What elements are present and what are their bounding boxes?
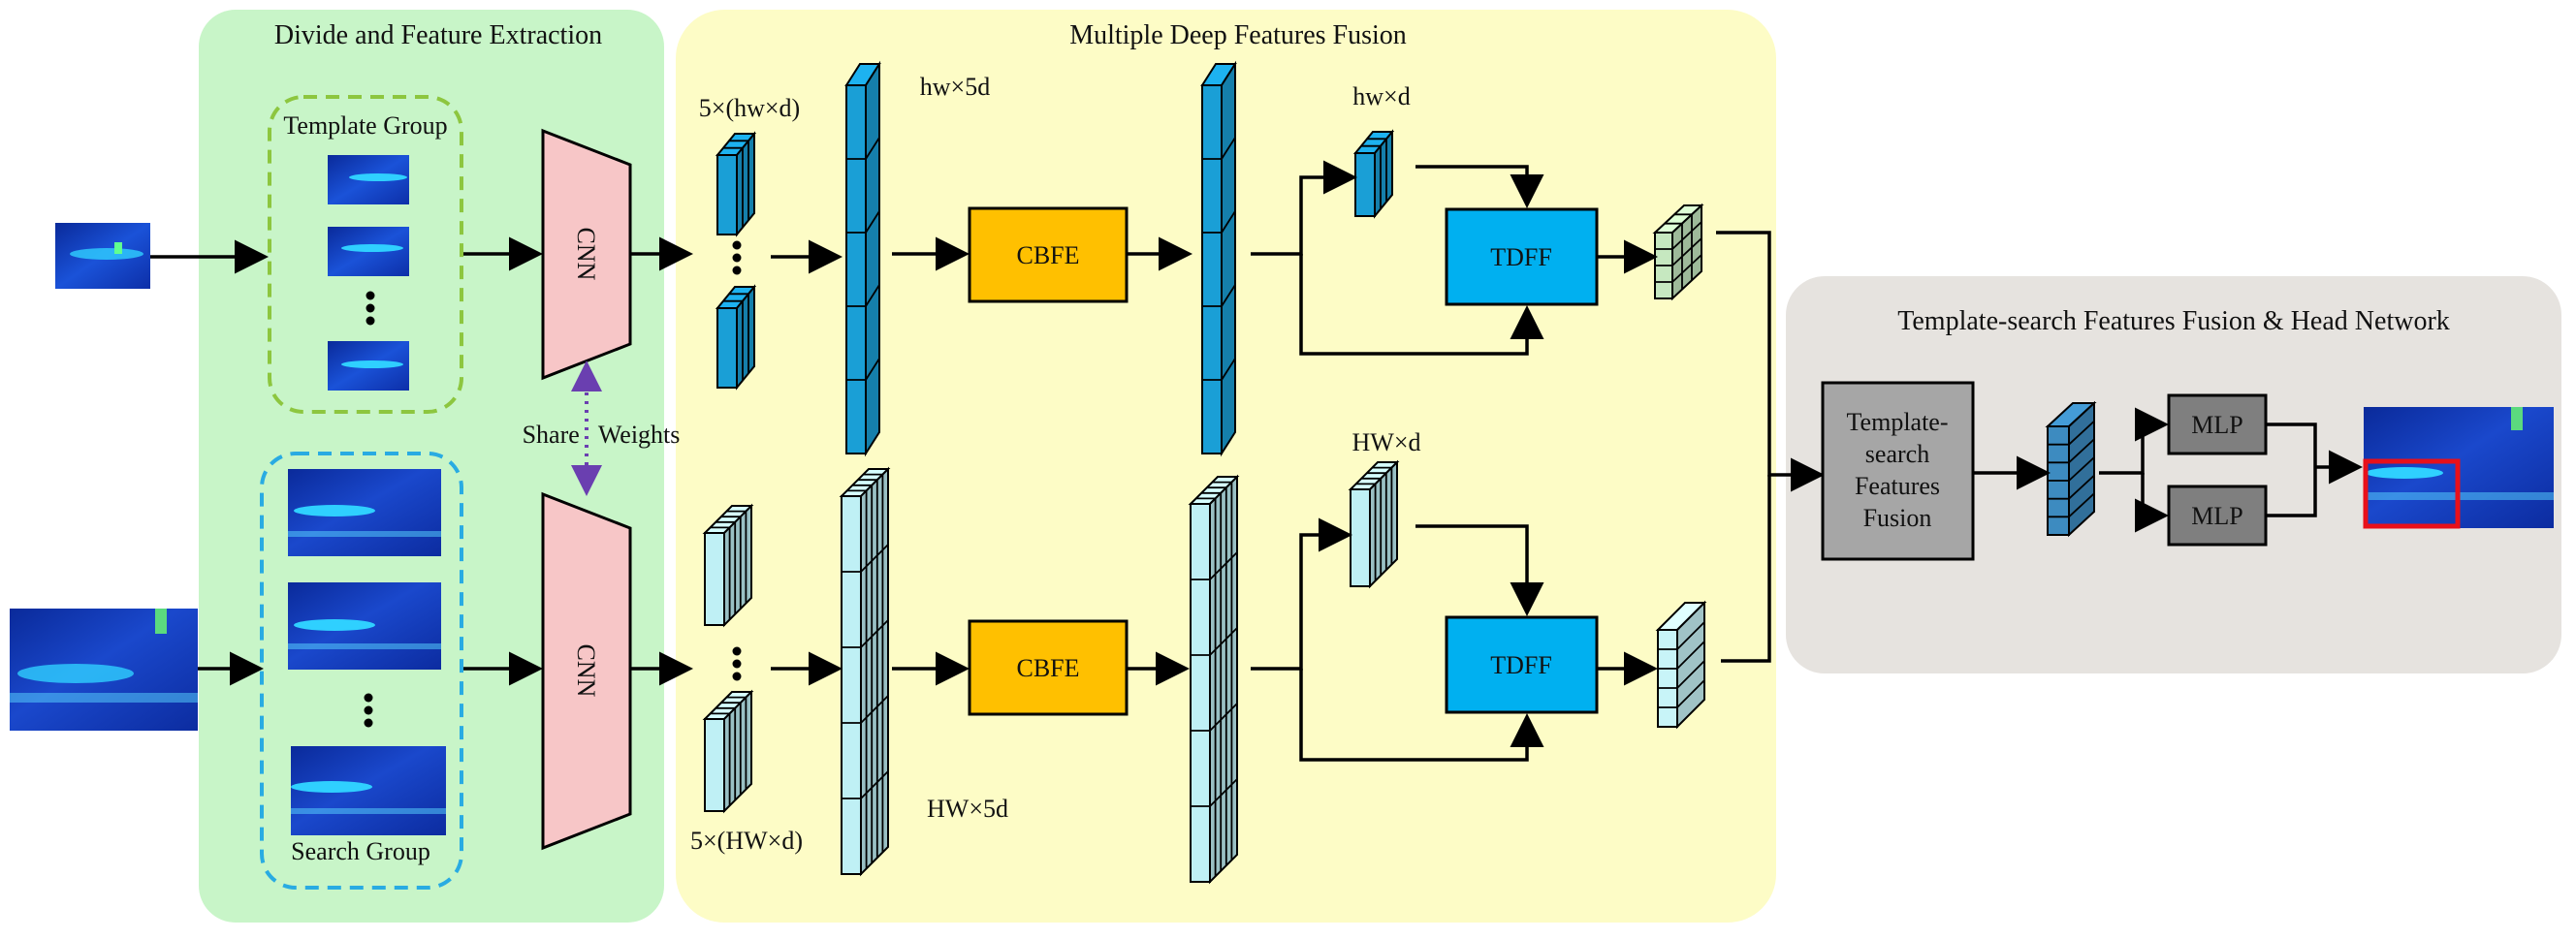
search-group-label: Search Group [291, 837, 430, 865]
mlp-top-label: MLP [2191, 411, 2242, 439]
search-tdff-output [1655, 600, 1707, 730]
label-search-concat: HW×5d [927, 795, 1008, 823]
cnn-template-label: CNN [572, 228, 600, 281]
template-patch-2 [328, 227, 409, 276]
template-fused-feature [1352, 129, 1395, 219]
panel-head [1786, 276, 2561, 673]
tdff-module-top [1445, 207, 1599, 306]
label-template-concat: hw×5d [920, 73, 990, 101]
share-weights-label: Share Weights [523, 421, 681, 449]
label-search-stack: 5×(HW×d) [690, 827, 803, 855]
cbfe-module-top [968, 206, 1129, 303]
search-group-box [260, 452, 463, 890]
template-concat-feature [844, 60, 881, 457]
search-cbfe-output [1188, 474, 1240, 885]
predicted-bounding-box [2363, 458, 2461, 529]
search-fused-feature [1348, 459, 1400, 589]
fusion-box-line-2: search [1865, 440, 1929, 468]
panel-divide-title: Divide and Feature Extraction [274, 20, 602, 50]
template-cbfe-output [1200, 60, 1237, 457]
label-template-fused: hw×d [1352, 82, 1410, 110]
cnn-template-block [541, 128, 632, 381]
mlp-bottom-label: MLP [2191, 502, 2242, 530]
template-patch-3 [328, 341, 409, 391]
template-ellipsis-dots [366, 291, 375, 326]
tdff-top-label: TDFF [1490, 243, 1552, 271]
cbfe-bottom-label: CBFE [1016, 654, 1079, 682]
search-concat-feature [839, 466, 891, 877]
cnn-search-block [541, 491, 632, 851]
search-patch-3 [291, 746, 446, 835]
output-tracking-result-image [2363, 407, 2554, 529]
search-feature-1 [702, 503, 754, 628]
cnn-search-label: CNN [572, 644, 600, 698]
arrows-divide [150, 236, 693, 686]
template-patch-1 [328, 155, 409, 204]
arrows-head [1973, 407, 2363, 533]
panel-head-title: Template-search Features Fusion & Head N… [1897, 306, 2450, 336]
search-patch-1 [288, 469, 441, 556]
label-template-stack: 5×(hw×d) [699, 94, 800, 122]
cbfe-top-label: CBFE [1016, 241, 1079, 269]
search-ellipsis-dots [364, 693, 373, 728]
tdff-bottom-label: TDFF [1490, 651, 1552, 679]
template-search-fusion-box [1821, 381, 1975, 561]
template-group-label: Template Group [283, 111, 447, 140]
template-feature-1 [715, 131, 757, 237]
search-feature-5 [702, 689, 754, 814]
fusion-box-line-4: Fusion [1863, 504, 1932, 532]
panel-fusion-title: Multiple Deep Features Fusion [1069, 20, 1407, 50]
template-feature-5 [715, 284, 757, 391]
arrows-fusion [771, 160, 1825, 762]
cbfe-module-bottom [968, 619, 1129, 716]
stack-ellipsis-top [732, 240, 742, 275]
search-patch-2 [288, 582, 441, 670]
label-search-fused: HW×d [1352, 428, 1421, 456]
template-input-image [55, 223, 150, 289]
stack-ellipsis-bottom [732, 646, 742, 681]
feature-tensors [702, 60, 2097, 885]
tdff-module-bottom [1445, 615, 1599, 714]
fusion-box-line-3: Features [1855, 472, 1940, 500]
search-input-image [10, 609, 198, 731]
template-tdff-output [1652, 203, 1704, 301]
head-fused-feature [2045, 400, 2097, 538]
template-group-box [268, 95, 463, 414]
mlp-bottom-box [2167, 485, 2268, 547]
fusion-box-line-1: Template- [1846, 408, 1948, 436]
